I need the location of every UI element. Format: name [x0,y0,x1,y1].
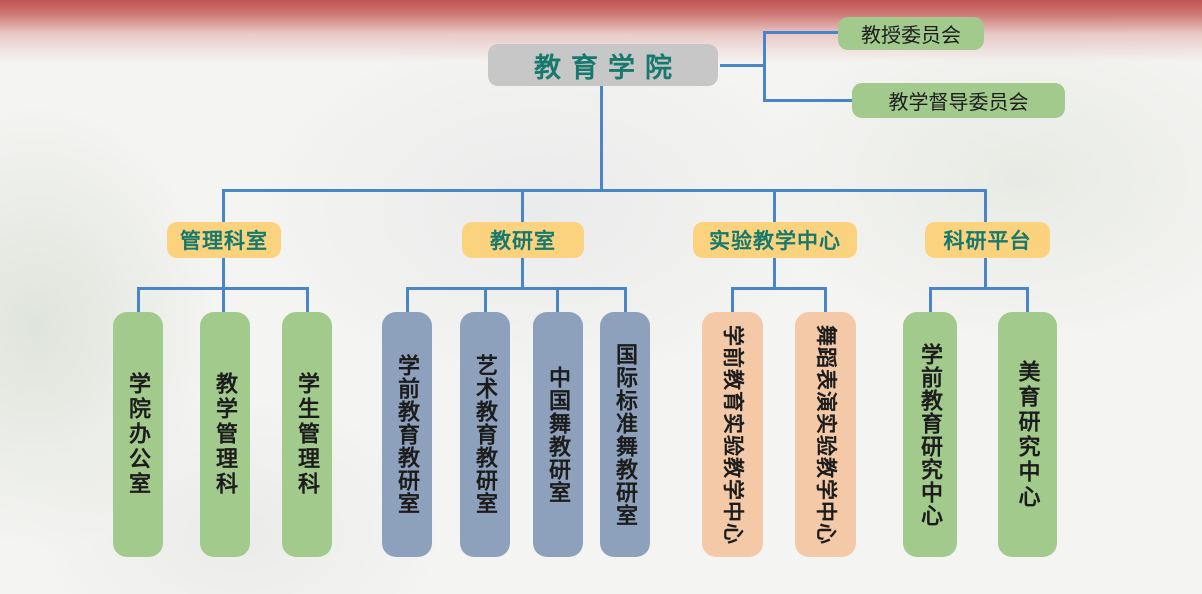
connector-tr-drop-4 [624,288,627,314]
connector-platform-bar [929,287,1029,290]
leaf-aesthetic-education-research-center: 美育研究中心 [998,312,1057,557]
connector-root-to-bracket [720,64,766,67]
connector-tr-drop-3 [556,288,559,314]
node-college-root: 教育学院 [488,44,718,86]
connector-platform-drop-2 [1026,288,1029,314]
node-group-experimental-teaching-center: 实验教学中心 [693,222,857,258]
connector-platform-stem [984,257,987,290]
connector-to-professor-committee [763,31,839,34]
connector-drop-teachresearch [521,189,524,224]
leaf-dance-performance-experimental-center: 舞蹈表演实验教学中心 [795,312,856,557]
node-teaching-supervision-committee: 教学督导委员会 [852,83,1065,118]
leaf-art-education-tr: 艺术教育教研室 [460,312,510,557]
connector-tr-bar [406,287,627,290]
leaf-label: 美育研究中心 [1015,359,1041,510]
connector-exp-drop-2 [824,288,827,314]
leaf-label: 学前教育研究中心 [918,342,943,527]
leaf-label: 教学管理科 [213,372,238,497]
connector-exp-drop-1 [731,288,734,314]
connector-tr-stem [521,257,524,290]
leaf-label: 国际标准舞教研室 [613,342,638,527]
leaf-preschool-experimental-center: 学前教育实验教学中心 [702,312,763,557]
connector-exp-stem [773,257,776,290]
connector-tr-drop-1 [406,288,409,314]
connector-admin-stem [222,257,225,290]
node-professor-committee: 教授委员会 [838,17,984,50]
leaf-preschool-education-tr: 学前教育教研室 [382,312,432,557]
connector-admin-drop-1 [137,288,140,314]
leaf-label: 艺术教育教研室 [473,354,498,515]
leaf-label: 学前教育实验教学中心 [721,324,744,545]
leaf-international-standard-dance-tr: 国际标准舞教研室 [600,312,650,557]
connector-tr-drop-2 [484,288,487,314]
connector-bracket-vertical [763,31,766,102]
connector-level2-bar [222,189,987,192]
connector-drop-platform [984,189,987,224]
connector-drop-admin [222,189,225,224]
node-group-research-platform: 科研平台 [925,222,1050,258]
connector-drop-expcenter [773,189,776,224]
leaf-chinese-dance-tr: 中国舞教研室 [533,312,583,557]
leaf-label: 中国舞教研室 [546,365,571,504]
connector-to-supervision-committee [763,99,854,102]
leaf-label: 学生管理科 [295,372,320,497]
leaf-preschool-research-center: 学前教育研究中心 [903,312,957,557]
connector-exp-bar [731,287,827,290]
node-group-teaching-research: 教研室 [462,222,584,258]
leaf-teaching-management: 教学管理科 [200,312,250,557]
leaf-college-office: 学院办公室 [113,312,163,557]
connector-admin-drop-2 [222,288,225,314]
leaf-label: 学前教育教研室 [395,354,420,515]
leaf-label: 舞蹈表演实验教学中心 [814,324,837,545]
connector-platform-drop-1 [929,288,932,314]
leaf-label: 学院办公室 [126,372,151,497]
node-group-admin-offices: 管理科室 [167,222,281,258]
leaf-student-management: 学生管理科 [282,312,332,557]
connector-trunk [600,85,603,192]
connector-admin-drop-3 [306,288,309,314]
